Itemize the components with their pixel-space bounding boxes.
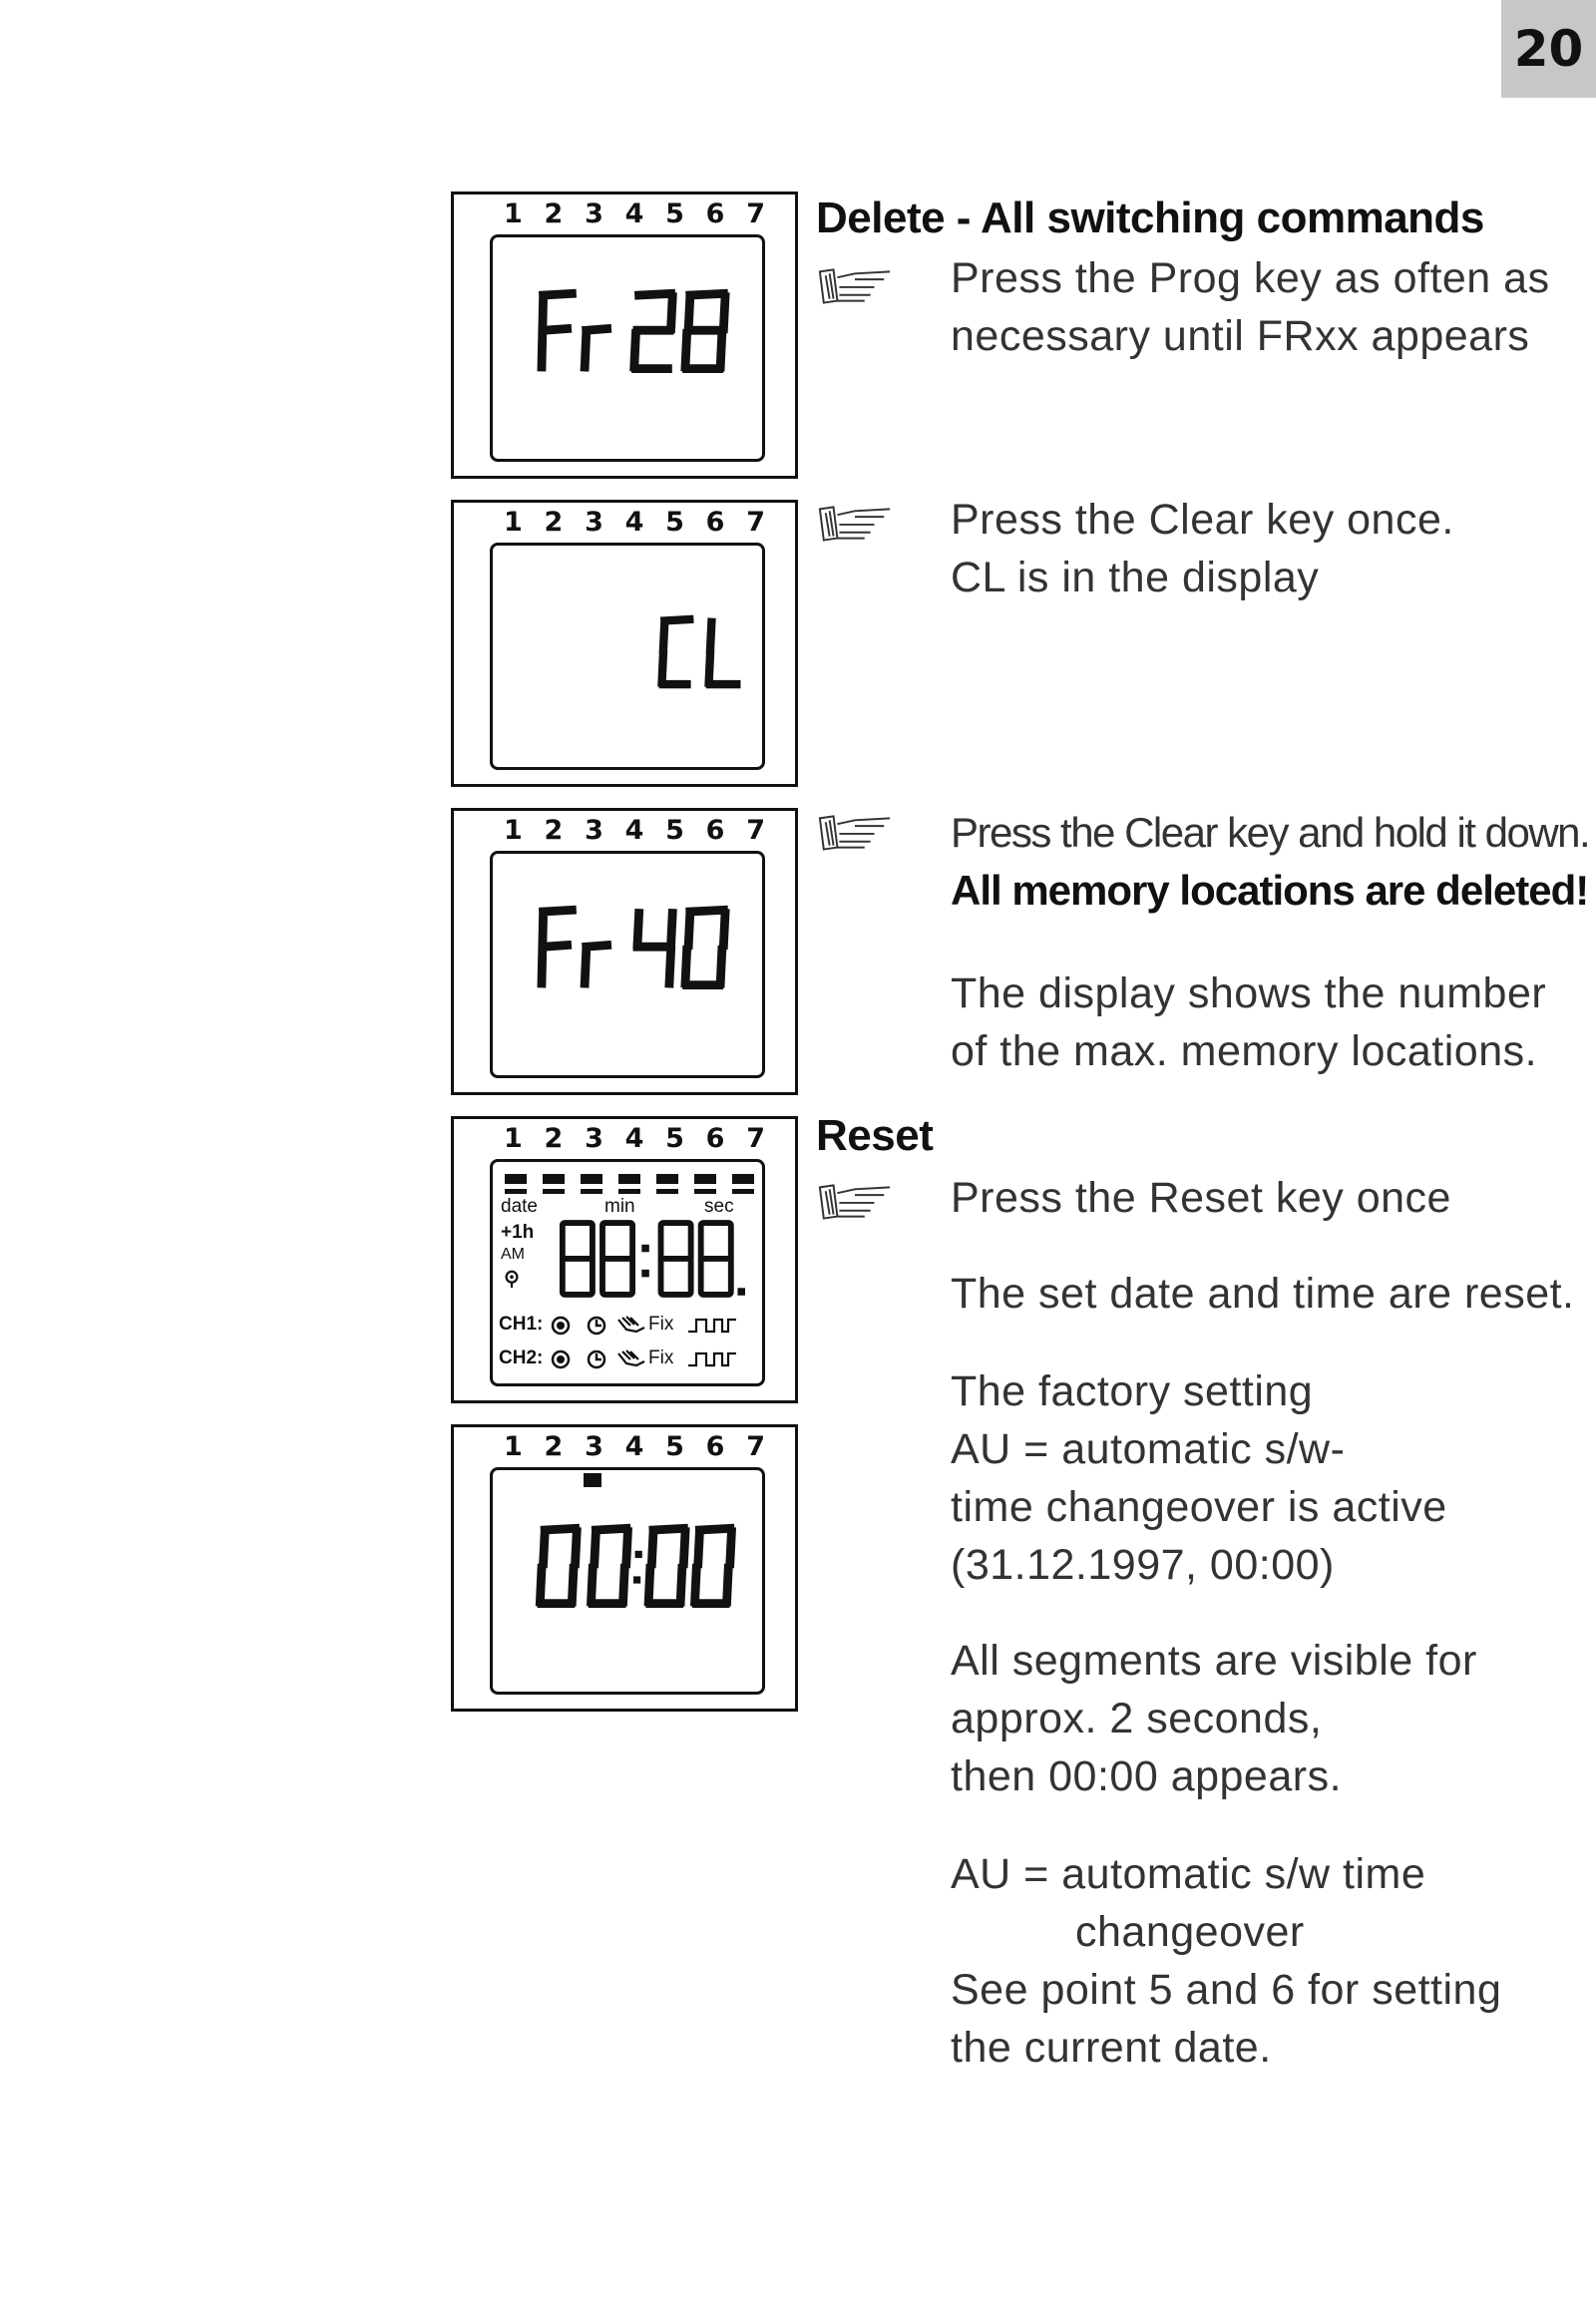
pointing-hand-icon — [818, 815, 891, 851]
pointing-hand-icon — [818, 506, 891, 542]
clock-icon — [587, 1349, 606, 1369]
pointing-hand-icon — [818, 1184, 891, 1220]
lcd-digits-fr40 — [537, 905, 730, 989]
lcd-digits-0000 — [535, 1523, 737, 1608]
dot-circle-icon — [551, 1349, 571, 1369]
pulse-icon — [688, 1318, 736, 1334]
pulse-icon — [688, 1351, 736, 1367]
manual-hand-icon — [617, 1349, 645, 1367]
antenna-icon — [505, 1270, 519, 1288]
channel-1-row: CH1: Fix — [499, 1312, 760, 1340]
lcd-digits-all-segments — [559, 1220, 745, 1298]
delete-note: The display shows the number of the max.… — [951, 969, 1547, 1075]
sec-label: sec — [704, 1196, 734, 1217]
lcd-screen — [490, 234, 765, 462]
lcd-digits-cl — [657, 614, 741, 689]
lcd-screen-all-segments: date min sec +1h AM CH1: — [490, 1159, 765, 1386]
delete-step-3: Press the Clear key and hold it down. Al… — [951, 809, 1591, 914]
reset-note-3: All segments are visible for approx. 2 s… — [951, 1637, 1477, 1800]
dot-circle-icon — [551, 1316, 571, 1336]
lcd-screen — [490, 851, 765, 1078]
pointing-hand-icon — [818, 268, 891, 304]
delete-step-2: Press the Clear key once. CL is in the d… — [951, 496, 1454, 601]
channel-2-row: CH2: Fix — [499, 1346, 760, 1373]
min-label: min — [604, 1196, 635, 1217]
reset-note-2: The factory setting AU = automatic s/w- … — [951, 1367, 1447, 1589]
plus-1h-label: +1h — [501, 1222, 535, 1243]
reset-note-4: AU = automatic s/w time changeover See p… — [951, 1850, 1502, 2072]
page-number: 20 — [1501, 0, 1596, 98]
reset-heading: Reset — [816, 1111, 934, 1160]
reset-step: Press the Reset key once — [951, 1174, 1451, 1222]
manual-hand-icon — [617, 1316, 645, 1334]
clock-icon — [587, 1316, 606, 1336]
date-label: date — [501, 1196, 538, 1217]
reset-note-1: The set date and time are reset. — [951, 1270, 1575, 1318]
delete-heading: Delete - All switching commands — [816, 193, 1484, 242]
lcd-digits-fr28 — [537, 288, 730, 373]
lcd-screen — [490, 543, 765, 770]
am-label: AM — [501, 1246, 525, 1263]
day-3-marker — [584, 1473, 601, 1487]
lcd-screen — [490, 1467, 765, 1695]
delete-step-1: Press the Prog key as often as necessary… — [951, 254, 1550, 360]
